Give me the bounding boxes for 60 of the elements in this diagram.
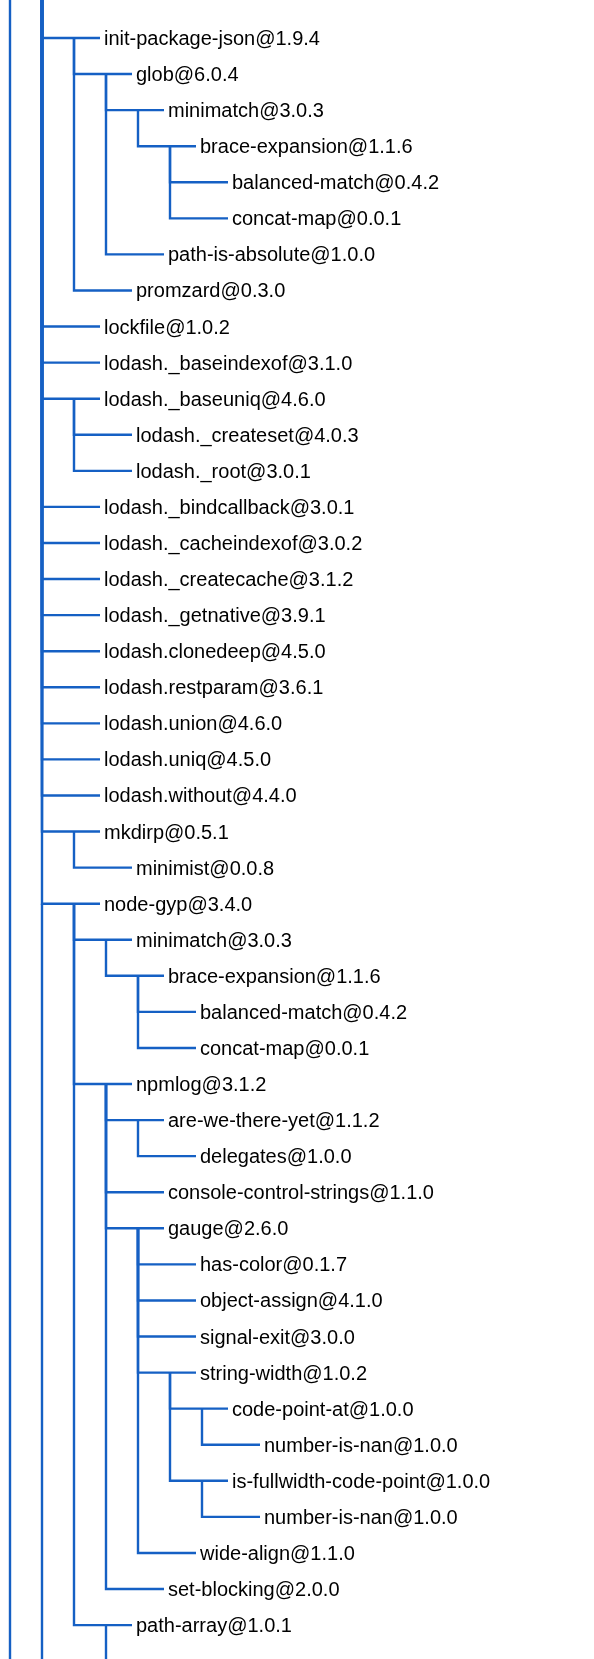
package-label: console-control-strings@1.1.0 (168, 1180, 434, 1205)
tree-connector (200, 1408, 260, 1446)
package-label: balanced-match@0.4.2 (232, 170, 440, 195)
package-label: lodash._getnative@3.9.1 (104, 603, 326, 628)
package-label: string-width@1.0.2 (200, 1360, 368, 1385)
package-label: path-array@1.0.1 (136, 1613, 292, 1638)
package-label: minimist@0.0.8 (136, 855, 275, 880)
package-label: are-we-there-yet@1.1.2 (168, 1108, 380, 1133)
package-label: lodash._root@3.0.1 (136, 458, 311, 483)
tree-connector (72, 903, 132, 1627)
package-label: path-is-absolute@1.0.0 (168, 242, 376, 267)
package-label: is-fullwidth-code-point@1.0.0 (232, 1468, 491, 1493)
package-label: lockfile@1.0.2 (104, 314, 230, 339)
tree-connector (72, 831, 132, 869)
package-label: brace-expansion@1.1.6 (200, 134, 413, 159)
package-label: minimatch@3.0.3 (136, 927, 292, 952)
package-label: balanced-match@0.4.2 (200, 999, 408, 1024)
package-label: lodash._bindcallback@3.0.1 (104, 494, 355, 519)
tree-connector (104, 1084, 164, 1591)
package-label: concat-map@0.0.1 (232, 206, 402, 231)
package-label: lodash.clonedeep@4.5.0 (104, 639, 326, 664)
package-label: concat-map@0.0.1 (200, 1035, 370, 1060)
tree-connector (104, 74, 164, 256)
package-label: init-package-json@1.9.4 (104, 26, 320, 50)
package-label: number-is-nan@1.0.0 (264, 1432, 458, 1457)
package-label: lodash.without@4.4.0 (104, 783, 297, 808)
package-label: lodash.union@4.6.0 (104, 711, 283, 736)
package-label: brace-expansion@1.1.6 (168, 963, 381, 988)
tree-connector (72, 38, 132, 292)
package-label: lodash._createset@4.0.3 (136, 422, 359, 447)
package-label: lodash.restparam@3.6.1 (104, 675, 324, 700)
tree-connector (136, 975, 196, 1050)
package-label: lodash._createcache@3.1.2 (104, 567, 354, 592)
tree-connector (136, 110, 196, 148)
tree-connector (136, 1120, 196, 1158)
package-label: minimatch@3.0.3 (168, 98, 324, 123)
package-label: mkdirp@0.5.1 (104, 819, 229, 844)
package-label: code-point-at@1.0.0 (232, 1396, 414, 1421)
package-label: signal-exit@3.0.0 (200, 1324, 355, 1349)
package-label: node-gyp@3.4.0 (104, 891, 253, 916)
package-label: set-blocking@2.0.0 (168, 1577, 340, 1601)
tree-connector (200, 1480, 260, 1519)
tree-connector (136, 1228, 196, 1555)
package-label: lodash.uniq@4.5.0 (104, 747, 272, 772)
package-label: object-assign@4.1.0 (200, 1288, 383, 1313)
tree-connector (168, 146, 228, 220)
package-label: lodash._cacheindexof@3.0.2 (104, 530, 363, 555)
package-label: wide-align@1.1.0 (200, 1540, 355, 1565)
package-label: delegates@1.0.0 (200, 1144, 352, 1169)
package-label: lodash._baseindexof@3.1.0 (104, 350, 353, 375)
package-label: glob@6.0.4 (136, 62, 239, 87)
tree-connector (72, 398, 132, 473)
tree-connector (104, 939, 164, 978)
package-label: lodash._baseuniq@4.6.0 (104, 386, 326, 411)
package-label: gauge@2.6.0 (168, 1216, 289, 1241)
package-label: npmlog@3.1.2 (136, 1072, 267, 1096)
package-label: has-color@0.1.7 (200, 1252, 348, 1277)
package-label: promzard@0.3.0 (136, 278, 286, 303)
package-label: number-is-nan@1.0.0 (264, 1504, 458, 1529)
tree-connector (168, 1372, 228, 1482)
